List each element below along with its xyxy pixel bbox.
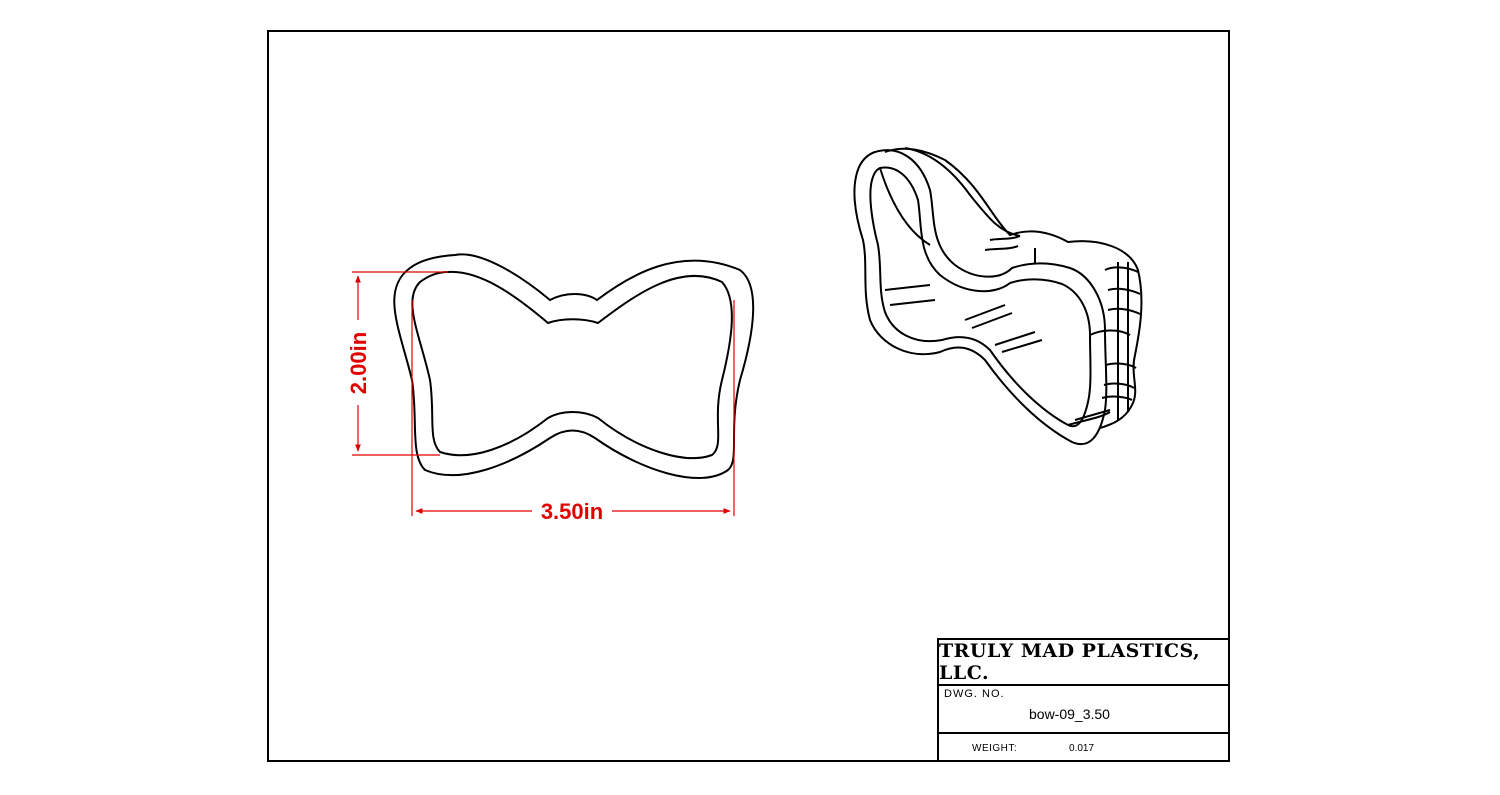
title-block-company-row: TRULY MAD PLASTICS, LLC. xyxy=(939,640,1230,686)
dwg-no-label: DWG. NO. xyxy=(944,688,1005,700)
isometric-front-rim-outer xyxy=(853,149,1108,445)
title-block-dwg-row: DWG. NO. bow-09_3.50 xyxy=(939,686,1230,734)
bow-outer-outline xyxy=(393,253,755,479)
bow-isometric-view xyxy=(853,147,1143,445)
weight-value: 0.017 xyxy=(1069,743,1095,754)
company-name: TRULY MAD PLASTICS, LLC. xyxy=(939,640,1201,684)
drawing-sheet-border xyxy=(267,30,1230,762)
height-dimension xyxy=(352,271,448,456)
dwg-no-value: bow-09_3.50 xyxy=(1029,706,1110,722)
weight-label: WEIGHT: xyxy=(972,743,1018,754)
height-dimension-label: 2.00in xyxy=(346,332,371,394)
width-dimension-label: 3.50in xyxy=(541,499,603,524)
title-block: TRULY MAD PLASTICS, LLC. DWG. NO. bow-09… xyxy=(937,638,1230,762)
title-block-weight-row: WEIGHT: 0.017 xyxy=(939,734,1230,764)
bow-inner-outline xyxy=(411,270,733,459)
width-dimension xyxy=(411,300,735,516)
bow-front-view xyxy=(393,253,755,479)
